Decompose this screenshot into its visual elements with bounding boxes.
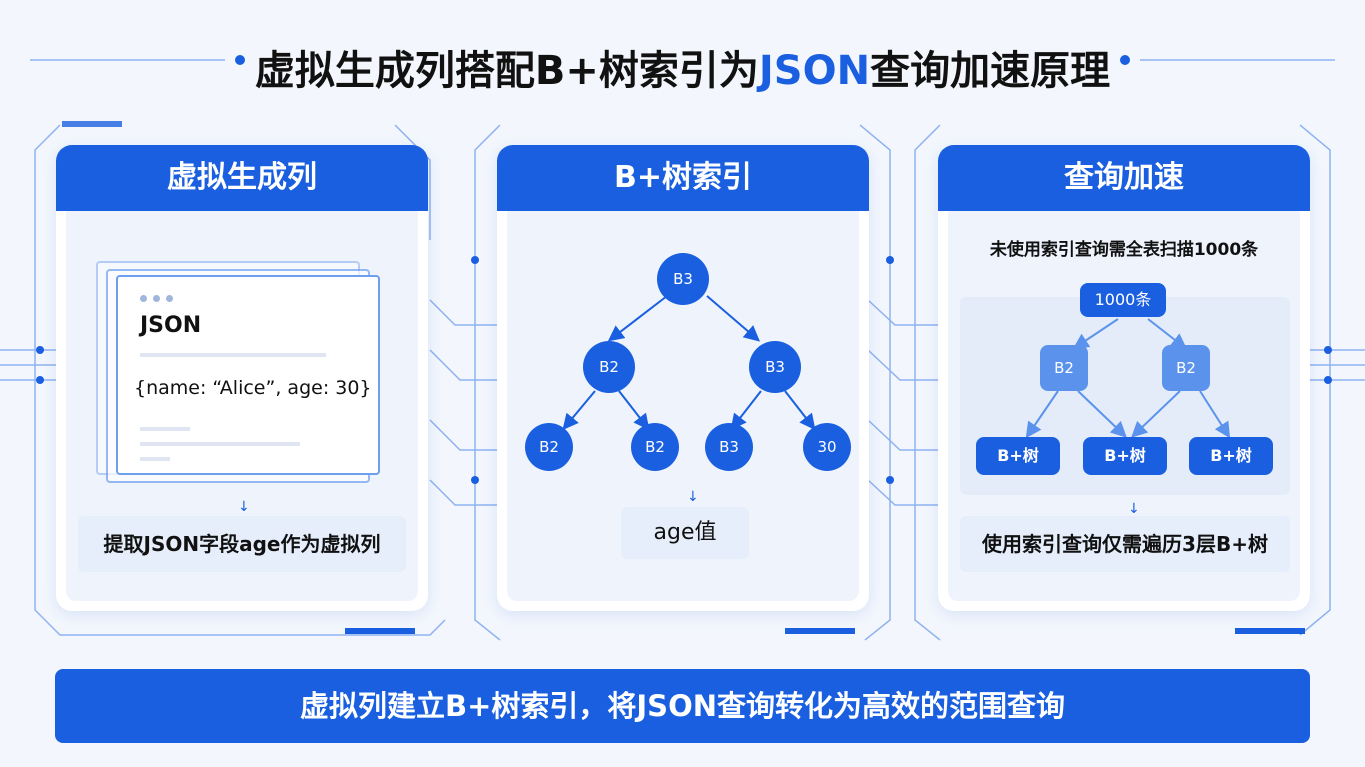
panel-body: JSON {name: “Alice”, age: 30} ↓ 提取JSON字段… <box>66 211 418 601</box>
summary-banner: 虚拟列建立B+树索引，将JSON查询转化为高效的范围查询 <box>55 669 1310 743</box>
doc-line <box>140 457 170 461</box>
mid-node: B2 <box>1162 345 1210 391</box>
down-arrow-icon: ↓ <box>238 499 250 515</box>
tree-leaf-node: 30 <box>803 423 851 471</box>
doc-code: {name: “Alice”, age: 30} <box>134 377 372 399</box>
tree-leaf-node: B2 <box>525 423 573 471</box>
tree-leaf-node: B2 <box>631 423 679 471</box>
panel-body: B3 B2 B3 B2 B2 B3 30 ↓ age值 <box>507 211 859 601</box>
tree-edges <box>1025 318 1231 439</box>
root-box: 1000条 <box>1080 283 1166 317</box>
caption-box: age值 <box>621 507 749 559</box>
doc-line <box>140 353 326 357</box>
caption-box: 使用索引查询仅需遍历3层B+树 <box>960 516 1290 572</box>
tree-edges <box>562 295 816 431</box>
doc-line <box>140 442 300 446</box>
down-arrow-icon: ↓ <box>687 489 699 505</box>
panel-btree-index: B+树索引 B3 B2 B3 B2 B2 B3 30 ↓ age值 <box>497 145 869 611</box>
tree-node: B3 <box>749 341 801 393</box>
panel-body: 未使用索引查询需全表扫描1000条 1000条 B2 B2 B+树 B+树 B+… <box>948 211 1300 601</box>
json-document: JSON {name: “Alice”, age: 30} <box>116 275 380 475</box>
panel-virtual-column: 虚拟生成列 JSON {name: “Alice”, age: 30} ↓ 提取… <box>56 145 428 611</box>
tree-leaf-node: B3 <box>705 423 753 471</box>
doc-title: JSON <box>140 313 202 338</box>
leaf-box: B+树 <box>1083 437 1167 475</box>
doc-line <box>140 427 190 431</box>
caption-box: 提取JSON字段age作为虚拟列 <box>78 516 406 572</box>
down-arrow-icon: ↓ <box>1128 501 1140 517</box>
full-scan-text: 未使用索引查询需全表扫描1000条 <box>989 240 1259 260</box>
panel-header: 查询加速 <box>938 145 1310 211</box>
tree-node: B2 <box>583 341 635 393</box>
panel-header: 虚拟生成列 <box>56 145 428 211</box>
leaf-box: B+树 <box>976 437 1060 475</box>
mid-node: B2 <box>1040 345 1088 391</box>
tree-node-root: B3 <box>657 253 709 305</box>
panel-header: B+树索引 <box>497 145 869 211</box>
panel-query-acceleration: 查询加速 未使用索引查询需全表扫描1000条 1000条 B2 B2 B+树 B… <box>938 145 1310 611</box>
leaf-box: B+树 <box>1189 437 1273 475</box>
window-dots <box>140 287 179 306</box>
page-title: 虚拟生成列搭配B+树索引为JSON查询加速原理 <box>254 48 1111 94</box>
